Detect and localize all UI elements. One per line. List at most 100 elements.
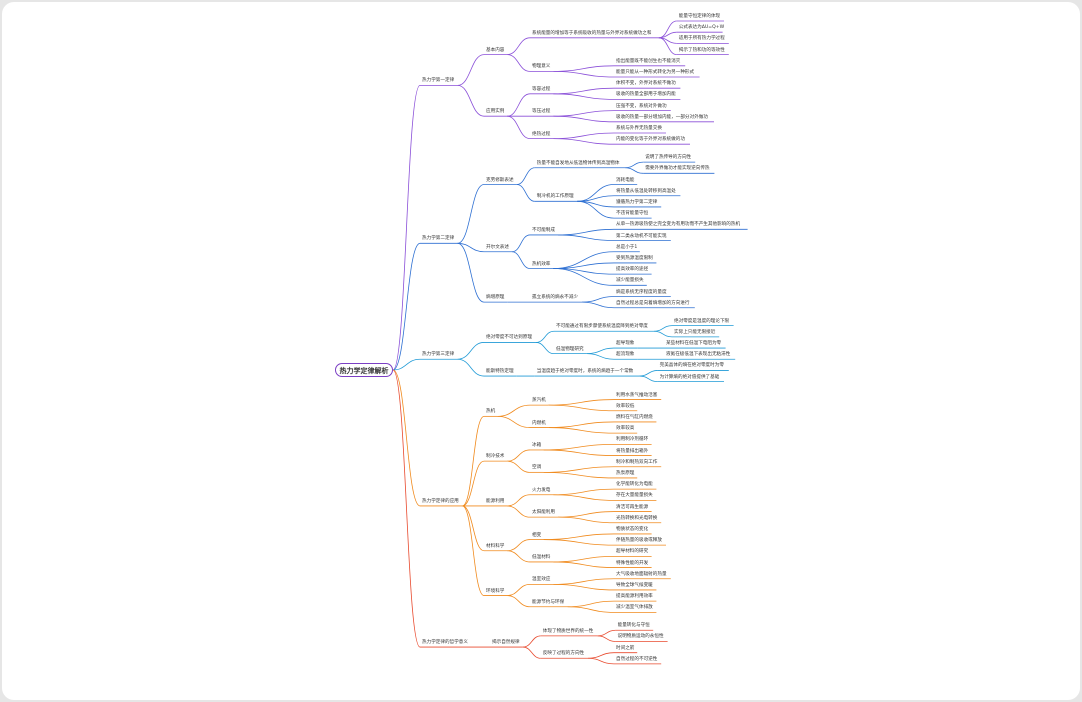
- leaf-topic[interactable]: 完美晶体的熵在绝对零度时为零: [659, 363, 724, 369]
- subtopic[interactable]: 空调: [532, 465, 542, 471]
- subtopic[interactable]: 等容过程: [532, 86, 551, 92]
- leaf-topic[interactable]: 时间之箭: [616, 645, 635, 651]
- leaf-topic[interactable]: 减少温室气体排放: [616, 605, 653, 611]
- leaf-topic[interactable]: 清洁可再生能源: [616, 504, 649, 510]
- root-topic[interactable]: 热力学定律解析: [335, 363, 393, 377]
- subtopic[interactable]: 应用实例: [486, 109, 505, 115]
- subtopic[interactable]: 低温材料: [532, 554, 551, 560]
- leaf-topic[interactable]: 第二类永动机不可能实现: [616, 233, 667, 239]
- leaf-topic[interactable]: 能量守恒定律的体现: [678, 14, 721, 19]
- leaf-topic[interactable]: 特殊性能的开发: [616, 560, 649, 566]
- leaf-topic[interactable]: 受到热源温度限制: [616, 255, 653, 261]
- leaf-topic[interactable]: 自然过程的不可逆性: [616, 656, 658, 662]
- leaf-topic[interactable]: 能量转化与守恒: [617, 623, 650, 629]
- subtopic[interactable]: 内燃机: [532, 420, 546, 426]
- leaf-topic[interactable]: 存在大量能量损失: [616, 493, 653, 499]
- subtopic[interactable]: 超流现象: [616, 352, 635, 358]
- subtopic[interactable]: 孤立系统的熵永不减少: [532, 295, 578, 301]
- branch-topic[interactable]: 热力学第二定律: [422, 236, 455, 242]
- leaf-topic[interactable]: 压强不变，系统对外做功: [616, 103, 667, 109]
- leaf-topic[interactable]: 体积不变，外界对系统不做功: [616, 81, 676, 87]
- subtopic[interactable]: 不可能制成: [532, 227, 555, 233]
- leaf-topic[interactable]: 系统与外界无热量交换: [616, 126, 662, 131]
- leaf-topic[interactable]: 不违背能量守恒: [616, 211, 649, 217]
- leaf-topic[interactable]: 提高能源利用效率: [616, 594, 653, 600]
- branch-topic[interactable]: 热力学第一定律: [422, 78, 455, 84]
- subtopic[interactable]: 材料科学: [486, 543, 505, 549]
- leaf-topic[interactable]: 消耗电能: [616, 177, 635, 183]
- subtopic[interactable]: 当温度趋于绝对零度时，系统的熵趋于一个常数: [536, 369, 634, 375]
- subtopic[interactable]: 反映了过程的方向性: [542, 651, 585, 657]
- subtopic[interactable]: 熵增原理: [486, 295, 505, 301]
- subtopic[interactable]: 能源利用: [486, 498, 505, 504]
- leaf-topic[interactable]: 将热量从低温处转移到高温处: [616, 188, 676, 194]
- leaf-topic[interactable]: 说明了热传导的方向性: [645, 155, 692, 161]
- leaf-topic[interactable]: 内能的变化等于外界对系统做的功: [616, 137, 685, 143]
- leaf-topic[interactable]: 遵循热力学第二定律: [616, 199, 658, 205]
- leaf-topic[interactable]: 吸收的热量全部用于增加内能: [616, 92, 676, 98]
- leaf-topic[interactable]: 效率较高: [616, 426, 635, 432]
- subtopic[interactable]: 太阳能利用: [532, 510, 555, 516]
- subtopic[interactable]: 基本内容: [486, 47, 505, 53]
- leaf-topic[interactable]: 绝对零度是温度的理论下限: [674, 318, 730, 324]
- subtopic[interactable]: 相变: [532, 532, 542, 538]
- leaf-topic[interactable]: 能量只能从一种形式转化为另一种形式: [616, 70, 695, 75]
- subtopic[interactable]: 冰箱: [532, 442, 542, 448]
- leaf-topic[interactable]: 公式表达为ΔU=Q+W: [678, 25, 725, 31]
- leaf-topic[interactable]: 指出能量既不能创生也不能消灭: [616, 58, 681, 64]
- leaf-topic[interactable]: 为计算熵的绝对值提供了基础: [659, 374, 720, 380]
- subtopic[interactable]: 热机: [486, 409, 496, 415]
- leaf-topic[interactable]: 燃料在气缸内燃烧: [616, 414, 653, 420]
- leaf-topic[interactable]: 熵是系统无序程度的量度: [616, 289, 667, 295]
- leaf-topic[interactable]: 伴随热量的吸收或释放: [616, 538, 662, 544]
- leaf-topic[interactable]: 需要外界做功才能实现逆向传热: [645, 166, 710, 172]
- leaf-topic[interactable]: 将热量排出箱外: [616, 448, 649, 454]
- leaf-topic[interactable]: 某些材料在低温下电阻为零: [666, 341, 722, 347]
- leaf-topic[interactable]: 吸收的热量一部分增加内能，一部分对外做功: [616, 114, 708, 120]
- leaf-topic[interactable]: 利用制冷剂循环: [616, 437, 649, 443]
- subtopic[interactable]: 能斯特热定理: [486, 369, 514, 375]
- leaf-topic[interactable]: 光热转换和光电转换: [616, 515, 658, 521]
- subtopic[interactable]: 揭示自然规律: [492, 640, 520, 646]
- subtopic[interactable]: 制冷机的工作原理: [536, 194, 574, 200]
- leaf-topic[interactable]: 效率较低: [616, 403, 635, 409]
- leaf-topic[interactable]: 导致全球气候变暖: [616, 582, 653, 588]
- subtopic[interactable]: 温室效应: [532, 577, 551, 583]
- leaf-topic[interactable]: 超导材料的研究: [616, 549, 649, 555]
- leaf-topic[interactable]: 实际上只能无限接近: [674, 329, 716, 335]
- leaf-topic[interactable]: 热泵原理: [616, 470, 635, 476]
- subtopic[interactable]: 系统能量的增加等于系统吸收的热量与外界对系统做功之和: [532, 30, 652, 36]
- leaf-topic[interactable]: 揭示了热和功的等效性: [678, 47, 725, 53]
- subtopic[interactable]: 火力发电: [532, 487, 551, 493]
- branch-topic[interactable]: 热力学定律的哲学意义: [422, 640, 468, 646]
- leaf-topic[interactable]: 减少能量损失: [616, 278, 644, 284]
- subtopic[interactable]: 物理意义: [532, 64, 551, 70]
- subtopic[interactable]: 环境科学: [486, 588, 505, 594]
- leaf-topic[interactable]: 化学能转化为电能: [616, 482, 653, 488]
- leaf-topic[interactable]: 提高效率的途径: [616, 267, 649, 273]
- subtopic[interactable]: 等压过程: [532, 109, 551, 115]
- subtopic[interactable]: 克劳修斯表述: [486, 177, 514, 183]
- leaf-topic[interactable]: 适用于所有热力学过程: [678, 36, 725, 42]
- leaf-topic[interactable]: 从单一热源吸热使之完全变为有用功而不产生其他影响的热机: [616, 222, 741, 228]
- leaf-topic[interactable]: 总是小于1: [616, 244, 638, 250]
- subtopic[interactable]: 蒸汽机: [532, 398, 546, 404]
- leaf-topic[interactable]: 说明物质运动的永恒性: [617, 634, 664, 640]
- leaf-topic[interactable]: 大气吸收地面辐射的热量: [616, 571, 667, 577]
- subtopic[interactable]: 体现了物质世界的统一性: [542, 628, 594, 634]
- leaf-topic[interactable]: 利用水蒸气推动活塞: [616, 392, 658, 398]
- subtopic[interactable]: 低温物理研究: [556, 346, 584, 352]
- subtopic[interactable]: 不可能通过有限步骤使系统温度降到绝对零度: [556, 324, 648, 330]
- leaf-topic[interactable]: 自然过程总是向着熵增加的方向进行: [616, 300, 690, 306]
- subtopic[interactable]: 绝热过程: [532, 131, 551, 137]
- subtopic[interactable]: 热机效率: [532, 261, 551, 267]
- subtopic[interactable]: 热量不能自发地从低温物体传到高温物体: [536, 160, 620, 166]
- branch-topic[interactable]: 热力学第三定律: [422, 352, 455, 358]
- subtopic[interactable]: 超导现象: [616, 341, 635, 347]
- subtopic[interactable]: 开尔文表述: [486, 244, 509, 250]
- subtopic[interactable]: 能源节约与环保: [532, 599, 565, 605]
- leaf-topic[interactable]: 物质状态的变化: [616, 526, 649, 532]
- leaf-topic[interactable]: 制冷和制热双向工作: [616, 459, 658, 465]
- leaf-topic[interactable]: 液氦在极低温下表现出无粘滞性: [666, 352, 731, 358]
- subtopic[interactable]: 制冷技术: [486, 454, 505, 460]
